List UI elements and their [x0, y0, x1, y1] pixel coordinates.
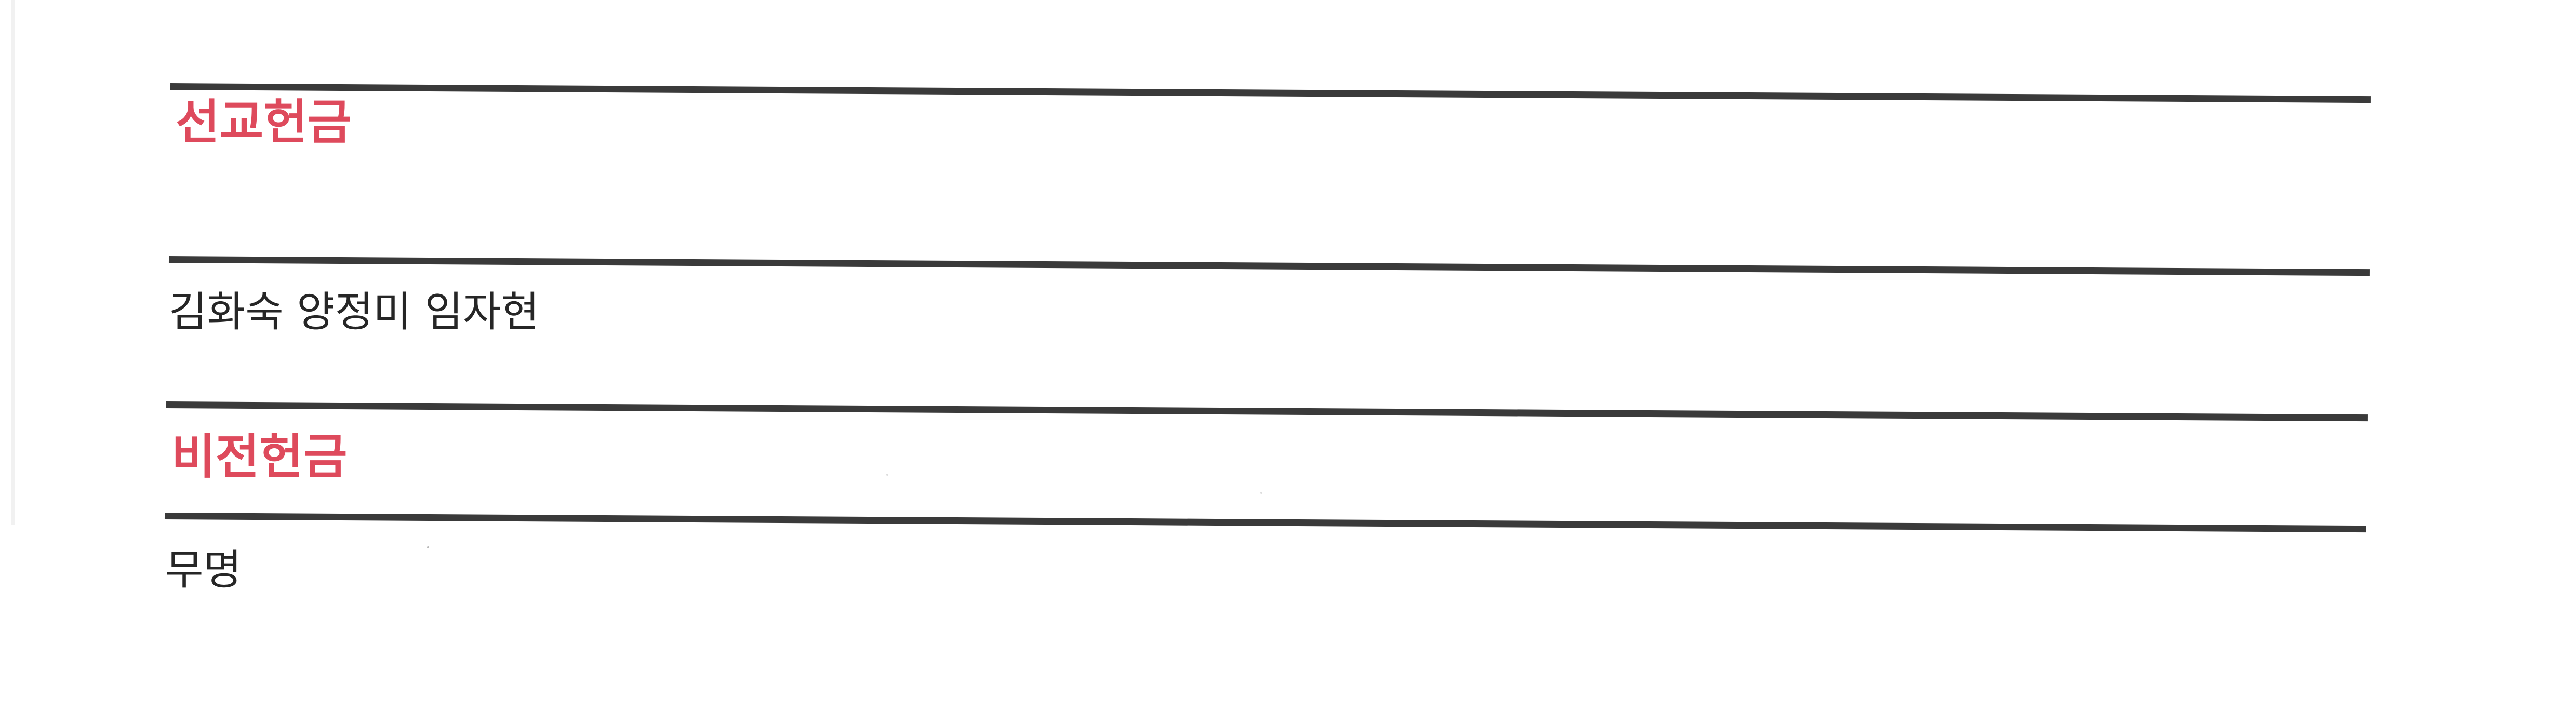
scan-speck — [427, 546, 429, 548]
section-divider — [166, 401, 2368, 422]
section-heading-mission-offering: 선교헌금 — [176, 95, 352, 150]
scan-edge-shadow — [11, 0, 15, 525]
section-divider — [164, 513, 2366, 533]
section-divider-top — [170, 83, 2371, 103]
scan-speck — [886, 474, 888, 476]
section-divider — [168, 256, 2370, 276]
section-heading-vision-offering: 비전헌금 — [171, 429, 348, 485]
contributor-list-mission-offering: 김화숙 양정미 임자현 — [169, 288, 540, 336]
contributor-list-vision-offering: 무명 — [165, 546, 242, 594]
scan-speck — [1260, 492, 1262, 494]
